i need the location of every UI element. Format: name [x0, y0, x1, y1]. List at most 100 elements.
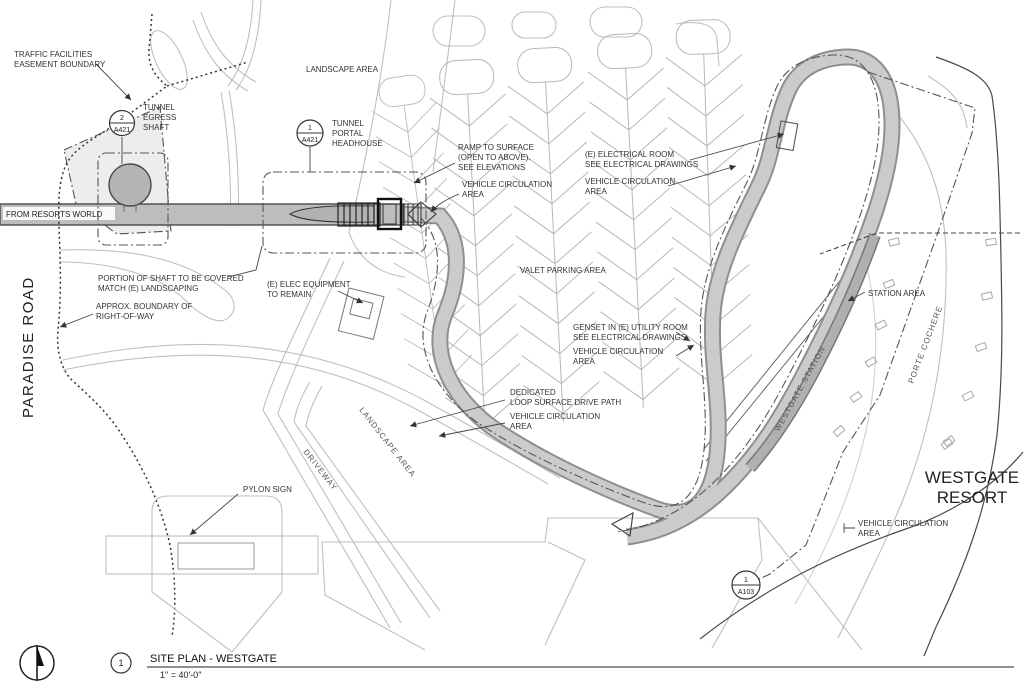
loop-path-label: DEDICATED LOOP SURFACE DRIVE PATH [510, 388, 621, 407]
tunnel-egress-shaft [97, 152, 169, 246]
headhouse-boundary [262, 171, 427, 254]
pylon-outline [151, 495, 283, 653]
detail-number: 1 [308, 125, 312, 132]
path-end-arrow [610, 511, 634, 538]
elec-equipment-label: (E) ELEC EQUIPMENT TO REMAIN [267, 280, 351, 299]
drive-edge [699, 451, 1024, 640]
curb-line [235, 0, 262, 91]
valet-parking-label: VALET PARKING AREA [520, 266, 606, 275]
portal-structure [376, 197, 403, 231]
easement-boundary [63, 106, 172, 235]
svg-text:PORTAL: PORTAL [332, 129, 364, 138]
svg-text:1: 1 [118, 658, 123, 668]
porte-columns [832, 237, 997, 451]
plaza-curb [711, 517, 763, 649]
pylon-band [105, 535, 319, 575]
building-outline [923, 56, 1003, 657]
leader [689, 132, 785, 161]
leader [337, 290, 364, 304]
resort-building [699, 56, 1024, 657]
pylon-panel [177, 542, 255, 570]
curb-line [432, 0, 456, 173]
svg-text:AREA: AREA [462, 190, 484, 199]
svg-text:(OPEN TO ABOVE).: (OPEN TO ABOVE). [458, 153, 531, 162]
driveway-curb [293, 381, 431, 619]
porte-diagonal-boundary [756, 71, 976, 581]
tunnel: FROM RESORTS WORLD [0, 197, 437, 231]
detail-sheet: A421 [114, 127, 130, 134]
svg-text:SEE ELEVATIONS: SEE ELEVATIONS [458, 163, 525, 172]
svg-text:HEADHOUSE: HEADHOUSE [332, 139, 383, 148]
portal-hatch [402, 203, 422, 226]
svg-text:RAMP TO SURFACE: RAMP TO SURFACE [458, 143, 534, 152]
plaza-curb [544, 541, 586, 646]
detail-sheet: A421 [302, 137, 318, 144]
sheet-title: SITE PLAN - WESTGATE [150, 653, 277, 665]
valet-parking-striping [367, 18, 755, 437]
vehicle-circulation-br-label: VEHICLE CIRCULATION AREA [858, 519, 948, 538]
curb-line [227, 0, 254, 87]
curb-ribbon [59, 249, 235, 322]
landscape-area-mid-label: LANDSCAPE AREA [357, 406, 417, 479]
vehicle-circulation-elec-label: VEHICLE CIRCULATION AREA [585, 177, 675, 196]
planter-oval [150, 30, 188, 90]
boundary-lines [56, 13, 1020, 637]
pylon-sign-label: PYLON SIGN [243, 485, 292, 494]
curb-line [348, 0, 392, 233]
curb-line [62, 354, 549, 485]
curb-line [675, 22, 720, 67]
svg-text:AREA: AREA [573, 357, 595, 366]
station-area-label: STATION AREA [868, 289, 926, 298]
porte-cochere-label: PORTE COCHERE [906, 304, 944, 384]
svg-text:AREA: AREA [585, 187, 607, 196]
svg-text:EASEMENT BOUNDARY: EASEMENT BOUNDARY [14, 60, 106, 69]
svg-text:WESTGATE: WESTGATE [925, 468, 1019, 487]
svg-text:TO REMAIN: TO REMAIN [267, 290, 312, 299]
svg-text:SHAFT: SHAFT [143, 123, 169, 132]
planter-oval [589, 6, 643, 38]
svg-text:GENSET IN (E) UTILITY ROOM: GENSET IN (E) UTILITY ROOM [573, 323, 688, 332]
leader [409, 399, 506, 428]
title-block: 1 SITE PLAN - WESTGATE 1" = 40'-0" [19, 645, 1014, 681]
pylon-sign [105, 495, 319, 653]
electrical-room-label: (E) ELECTRICAL ROOM SEE ELECTRICAL DRAWI… [585, 150, 698, 169]
westgate-resort-label: WESTGATE RESORT [925, 468, 1019, 507]
porte-arc [794, 237, 877, 605]
row-boundary-label: APPROX. BOUNDARY OF RIGHT-OF-WAY [96, 302, 192, 321]
leader [667, 164, 737, 187]
svg-text:DEDICATED: DEDICATED [510, 388, 556, 397]
leader [847, 291, 866, 302]
landscape-area-top-label: LANDSCAPE AREA [306, 65, 379, 74]
svg-text:LOOP SURFACE DRIVE PATH: LOOP SURFACE DRIVE PATH [510, 398, 621, 407]
leader [95, 63, 132, 101]
sheet-scale: 1" = 40'-0" [160, 670, 201, 680]
leader [430, 193, 460, 213]
detail-marker-headhouse: 1 A421 [296, 119, 324, 147]
leader [189, 493, 239, 536]
svg-text:EGRESS: EGRESS [143, 113, 176, 122]
genset-label: GENSET IN (E) UTILITY ROOM SEE ELECTRICA… [573, 323, 688, 342]
detail-number: 1 [744, 577, 748, 584]
planter-oval [432, 15, 486, 47]
leader [227, 245, 263, 278]
driveway-curb [305, 385, 441, 612]
vehicle-circulation-genset-label: VEHICLE CIRCULATION AREA [573, 347, 663, 366]
egress-shaft-circle [108, 163, 152, 207]
leader [438, 422, 506, 438]
curb-line [348, 231, 406, 278]
svg-text:TUNNEL: TUNNEL [143, 103, 176, 112]
porte-arc [837, 97, 947, 639]
portion-shaft-label: PORTION OF SHAFT TO BE COVERED MATCH (E)… [98, 274, 244, 293]
curb-line [200, 11, 257, 83]
svg-text:VEHICLE CIRCULATION: VEHICLE CIRCULATION [573, 347, 663, 356]
landscape-curbs [59, 0, 863, 651]
svg-text:VEHICLE CIRCULATION: VEHICLE CIRCULATION [858, 519, 948, 528]
svg-text:SEE ELECTRICAL DRAWINGS: SEE ELECTRICAL DRAWINGS [585, 160, 698, 169]
building-offset [927, 75, 968, 129]
detail-marker-egress: 2 A421 [108, 109, 136, 137]
svg-text:TRAFFIC FACILITIES: TRAFFIC FACILITIES [14, 50, 92, 59]
svg-text:RIGHT-OF-WAY: RIGHT-OF-WAY [96, 312, 155, 321]
curb-line [192, 19, 249, 92]
ramp-hatch [337, 202, 381, 227]
